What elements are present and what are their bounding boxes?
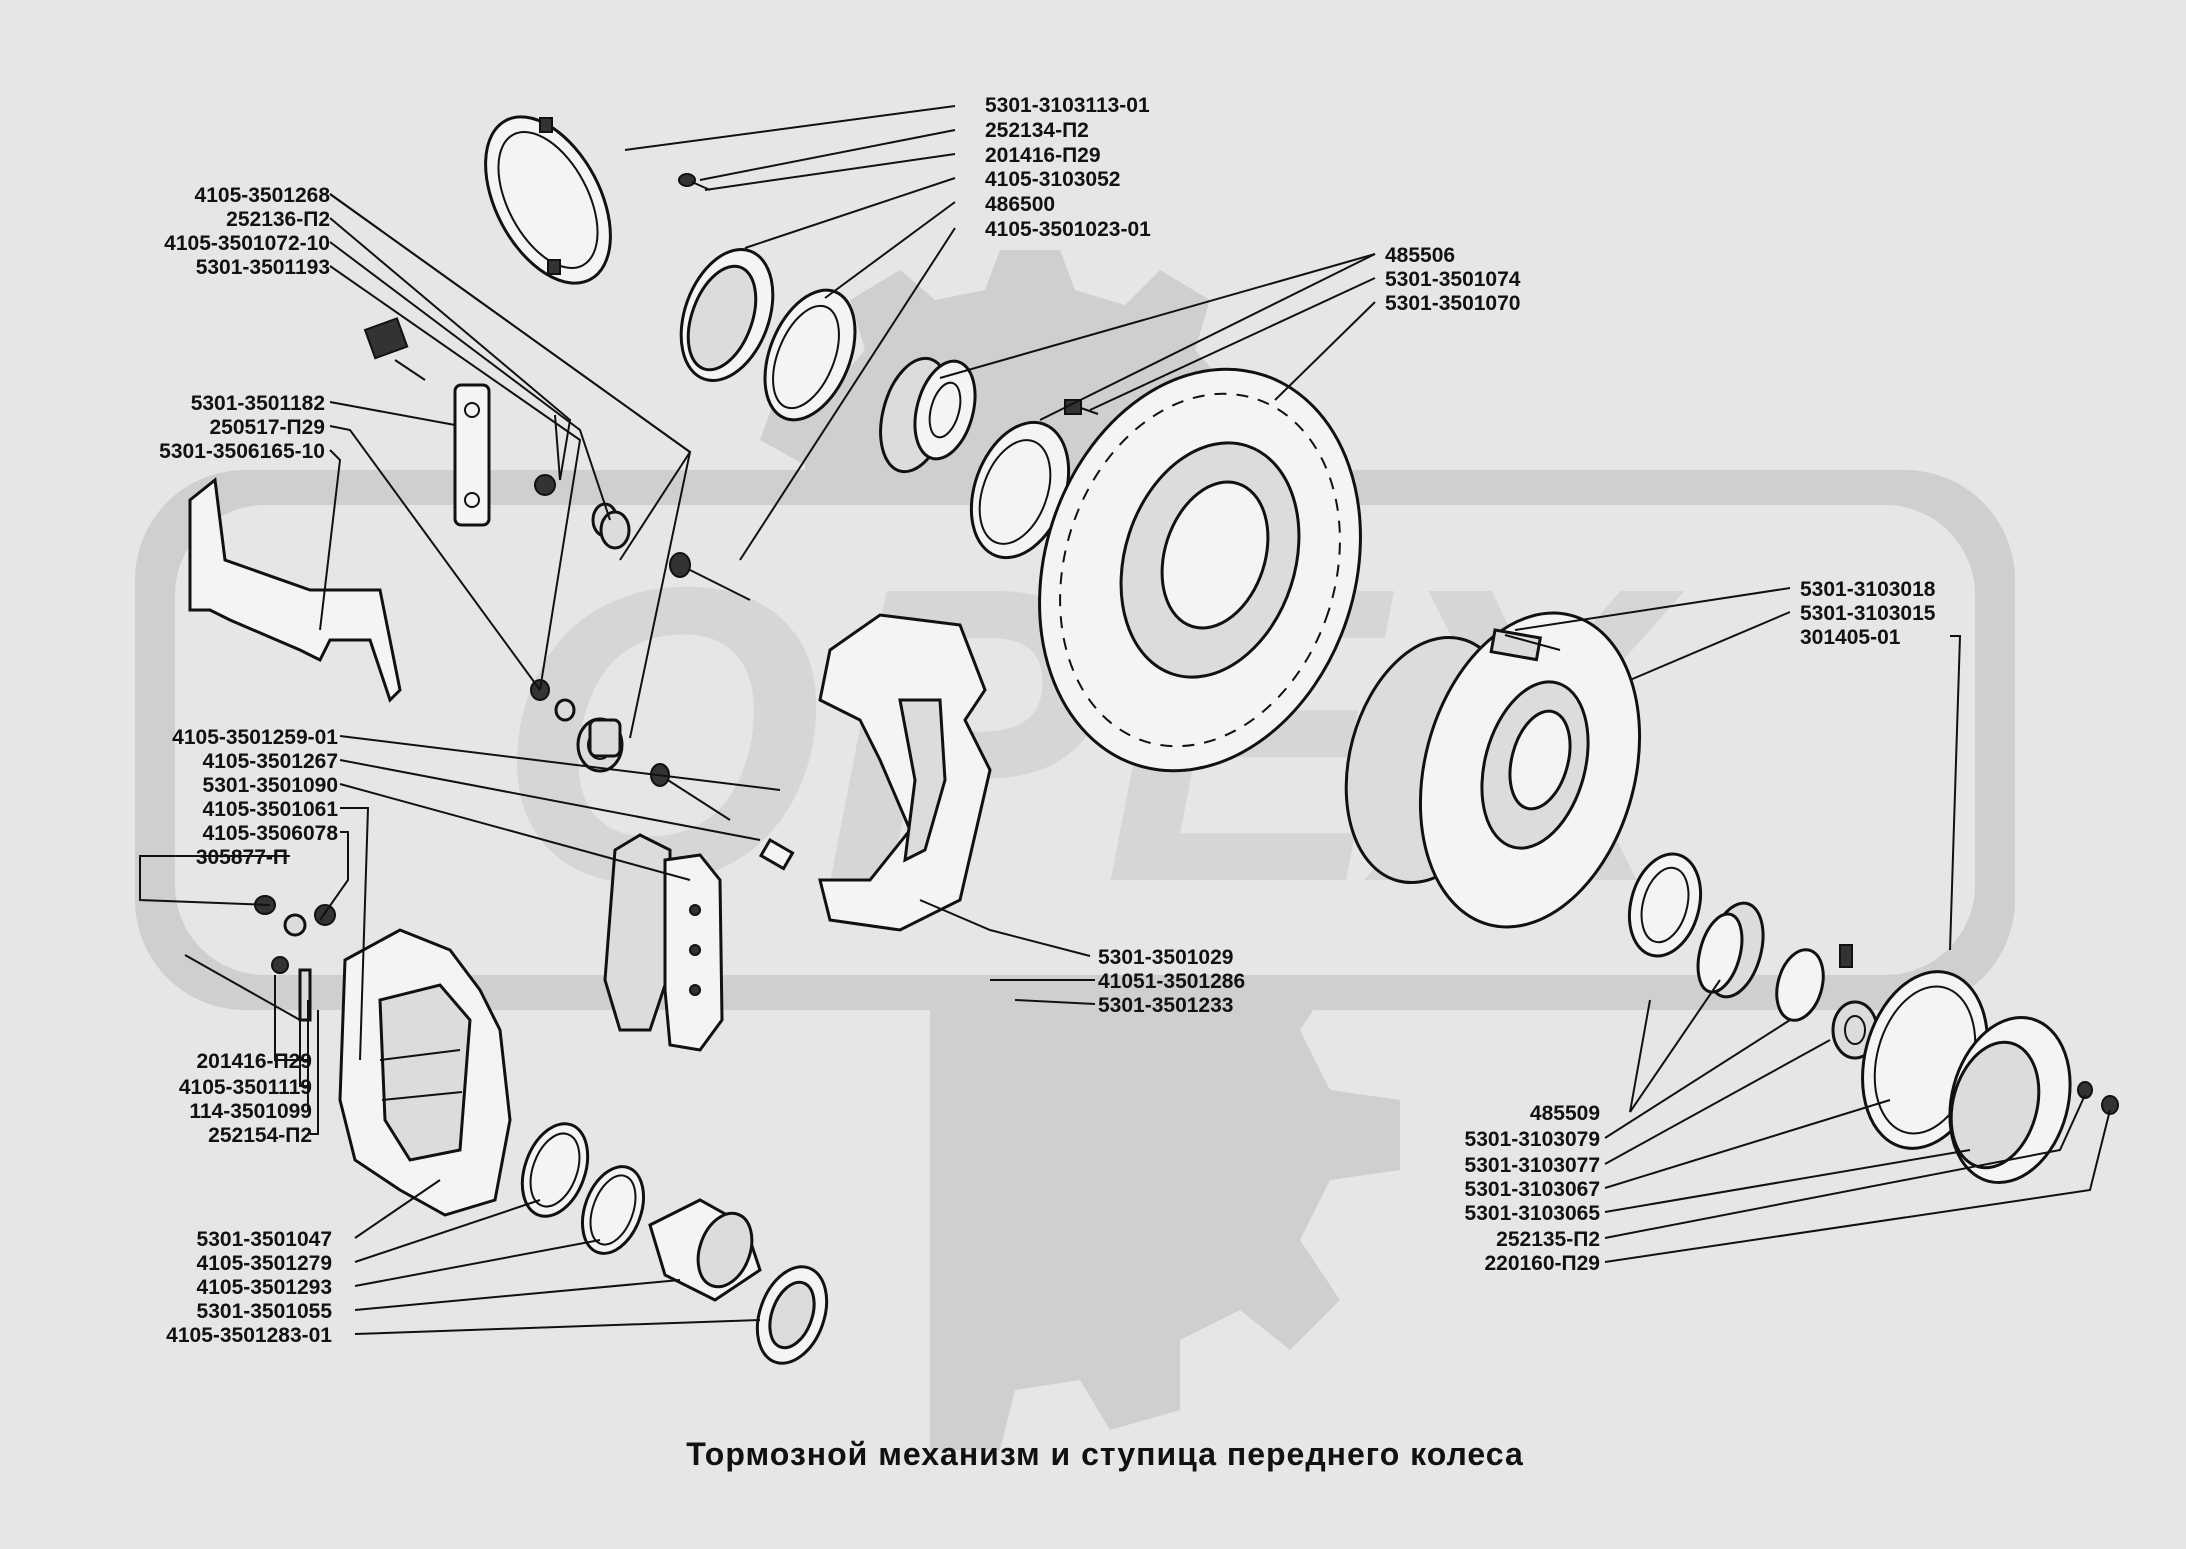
piston-seal [520,1122,590,1218]
label-4105-3501267: 4105-3501267 [203,750,338,773]
leader-lines [139,105,2111,1335]
bearing-race [969,420,1071,560]
label-485506: 485506 [1385,244,1455,267]
label-4105-3501072-10: 4105-3501072-10 [164,232,330,255]
label-4105-3501283-01: 4105-3501283-01 [166,1324,332,1347]
pad-pin [184,954,312,1022]
label-5301-3501029: 5301-3501029 [1098,946,1233,969]
labels-right: 5301-3103018 5301-3103015 301405-01 4855… [1465,578,1936,1275]
labels-center: 5301-3501029 41051-3501286 5301-3501233 [1098,946,1245,1017]
label-5301-3501182: 5301-3501182 [191,392,325,415]
label-5301-3501233: 5301-3501233 [1098,994,1233,1017]
label-5301-3501074: 5301-3501074 [1385,268,1521,291]
diagram-title: Тормозной механизм и ступица переднего к… [686,1436,1523,1472]
label-4105-3103052: 4105-3103052 [985,168,1120,191]
label-5301-3103077: 5301-3103077 [1465,1154,1600,1177]
label-5301-3501055: 5301-3501055 [197,1300,333,1323]
seal-ring-2 [763,288,857,422]
piston-ring [581,1165,645,1255]
guide-pin-upper [669,552,751,601]
label-301405-01: 301405-01 [1800,626,1901,649]
hub-bearing-race [1628,852,1702,958]
labels-top: 5301-3103113-01 252134-П2 201416-П29 410… [985,94,1521,315]
cap-bolts [2077,1081,2119,1115]
label-4105-3501061: 4105-3501061 [203,798,339,821]
label-201416-p29-top: 201416-П29 [985,144,1101,167]
label-4105-3501119: 4105-3501119 [179,1076,312,1099]
watermark: OPEX [135,250,2015,1450]
seal-ring-1 [679,248,775,382]
mounting-bolt [363,317,426,381]
label-4105-3501259-01: 4105-3501259-01 [172,726,338,749]
lock-washer [1775,948,1825,1022]
parts [184,115,2119,1365]
label-252134-p2: 252134-П2 [985,119,1089,142]
label-252154-p2: 252154-П2 [208,1124,312,1147]
caliper-body [338,928,512,1217]
brake-pads [603,833,724,1052]
label-5301-3501193: 5301-3501193 [196,256,330,279]
label-5301-3103079: 5301-3103079 [1465,1128,1600,1151]
guide-pin-lower [650,763,795,871]
label-4105-3501268: 4105-3501268 [195,184,331,207]
label-4105-3501293: 4105-3501293 [197,1276,332,1299]
piston [648,1198,762,1302]
label-41051-3501286: 41051-3501286 [1098,970,1245,993]
brake-disc [1038,367,1362,773]
bracket [188,477,402,703]
caliper-bracket [818,613,992,932]
label-5301-3103018: 5301-3103018 [1800,578,1936,601]
label-486500: 486500 [985,193,1055,216]
spring-clips [554,414,631,550]
label-5301-3103065: 5301-3103065 [1465,1202,1601,1225]
label-5301-3501047: 5301-3501047 [197,1228,332,1251]
label-4105-3506078: 4105-3506078 [203,822,339,845]
label-201416-p29-left: 201416-П29 [196,1050,312,1073]
label-252135-p2: 252135-П2 [1496,1228,1600,1251]
label-5301-3501070: 5301-3501070 [1385,292,1520,315]
label-5301-3103067: 5301-3103067 [1465,1178,1600,1201]
dust-shield [484,115,612,285]
label-220160-p29: 220160-П29 [1484,1252,1600,1275]
label-4105-3501023-01: 4105-3501023-01 [985,218,1151,241]
label-485509: 485509 [1530,1102,1600,1125]
label-305877-p: 305877-П [196,846,288,869]
label-5301-3506165-10: 5301-3506165-10 [159,440,325,463]
grease-fitting [1839,944,1853,968]
lock-plate [453,383,491,527]
hub-cap [1948,1015,2072,1185]
bearing-inner [879,356,977,474]
bolt-top [678,173,711,191]
label-250517-p29: 250517-П29 [209,416,325,439]
piston-boot [755,1265,829,1365]
label-5301-3103113-01: 5301-3103113-01 [985,94,1150,117]
label-5301-3501090: 5301-3501090 [203,774,338,797]
hub-bearing [1696,901,1765,999]
label-252136-p2: 252136-П2 [226,208,330,231]
labels-left: 4105-3501268 252136-П2 4105-3501072-10 5… [159,184,338,1347]
wheel-hub [1344,611,1642,929]
label-114-3501099: 114-3501099 [189,1100,312,1123]
label-4105-3501279: 4105-3501279 [197,1252,332,1275]
label-5301-3103015: 5301-3103015 [1800,602,1936,625]
